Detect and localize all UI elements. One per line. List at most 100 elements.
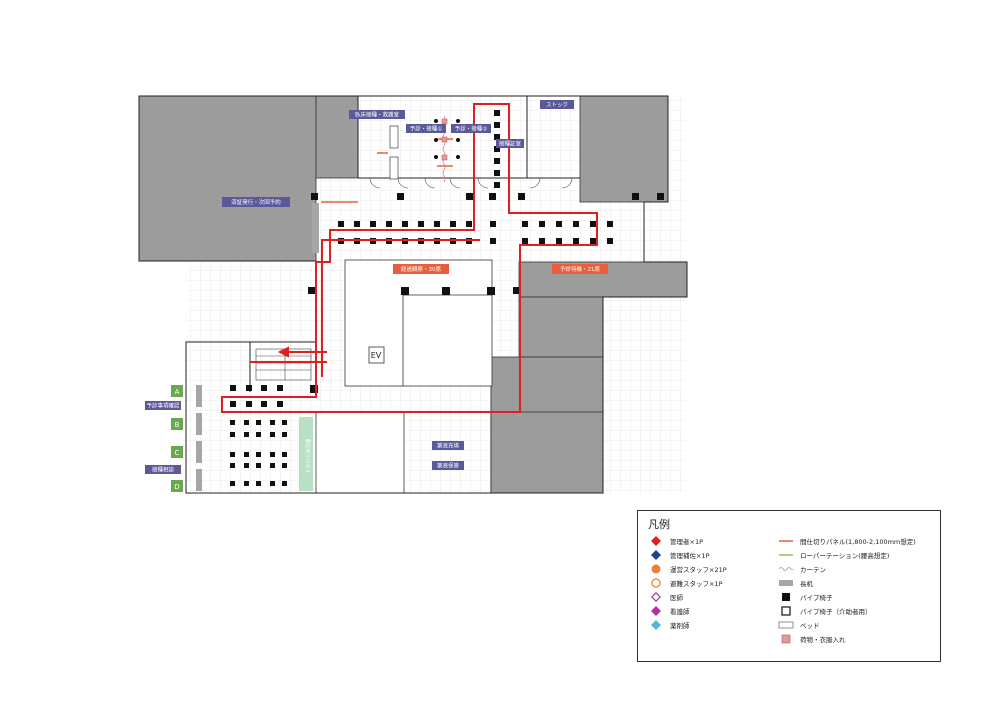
- pipe-chair: [590, 221, 596, 227]
- room-labels: 臥床接種・救護室 予診・接種① 予診・接種② 接種証室 ストック 済証発行・次回…: [145, 100, 608, 474]
- pipe-chair: [397, 193, 404, 200]
- pipe-chair: [518, 193, 525, 200]
- legend-item-chair-helper: パイプ椅子（介助者用）: [778, 605, 872, 617]
- entrance-c: C: [175, 449, 180, 457]
- pipe-chair: [230, 401, 236, 407]
- legend-title: 凡例: [648, 518, 670, 531]
- pipe-chair: [338, 221, 344, 227]
- pipe-chair: [277, 401, 283, 407]
- entrance-d: D: [174, 483, 179, 491]
- long-desks: [196, 203, 319, 491]
- label-cert-issue: 済証発行・次回予約: [231, 198, 281, 206]
- pipe-chair: [308, 287, 315, 294]
- legend-item-chair: パイプ椅子: [778, 591, 833, 603]
- pipe-chair: [256, 420, 261, 425]
- pipe-chair: [370, 221, 376, 227]
- pipe-chair: [256, 481, 261, 486]
- label-booth-1: 予診・接種①: [410, 125, 443, 133]
- pipe-chair: [466, 193, 473, 200]
- pipe-chair: [354, 221, 360, 227]
- pipe-chair: [244, 420, 249, 425]
- pipe-chair: [386, 221, 392, 227]
- label-vaccine-storage: 薬液保管: [437, 462, 460, 470]
- magenta-diamond-icon: [648, 605, 664, 617]
- pipe-chair: [494, 110, 500, 116]
- purple-outline-diamond-icon: [648, 591, 664, 603]
- label-partition: 間仕切りパネル: [304, 438, 311, 473]
- pipe-chair: [310, 385, 318, 393]
- pipe-chair: [282, 481, 287, 486]
- label-doctor-exam: 臥床接種・救護室: [355, 111, 400, 119]
- beds: [389, 125, 399, 180]
- pipe-chair: [556, 238, 562, 244]
- label-vaccination-confirm: 接種証室: [499, 140, 522, 148]
- legend-item-low-partition: ローパーテーション(腰高想定): [778, 549, 889, 561]
- entrances: A B C D: [171, 385, 183, 492]
- pipe-chair: [230, 432, 235, 437]
- legend-item-curtain: カーテン: [778, 563, 826, 575]
- label-booth-2: 予診・接種②: [455, 125, 488, 133]
- pipe-chair: [494, 122, 500, 128]
- pipe-chair: [230, 452, 235, 457]
- pipe-chair: [539, 221, 545, 227]
- pipe-chair: [490, 238, 496, 244]
- pipe-chair: [556, 221, 562, 227]
- pipe-chair: [494, 134, 500, 140]
- gray-bench-icon: [778, 577, 794, 589]
- red-diamond-icon: [648, 535, 664, 547]
- legend-item-evac-staff: 避難スタッフ×1P: [648, 577, 723, 589]
- black-square-icon: [778, 591, 794, 603]
- pipe-chair: [522, 221, 528, 227]
- label-vaccination-record: 接種相談: [152, 466, 175, 474]
- white-square-icon: [778, 605, 794, 617]
- booth-seats: [434, 119, 460, 159]
- label-stock: ストック: [546, 102, 568, 109]
- pipe-chair: [282, 463, 287, 468]
- pipe-chair: [607, 238, 613, 244]
- legend-item-bed: ベッド: [778, 619, 820, 631]
- low-partition: [299, 417, 313, 491]
- pipe-chair: [282, 452, 287, 457]
- pipe-chair: [494, 170, 500, 176]
- legend-item-pharmacist: 薬剤師: [648, 619, 690, 631]
- pipe-chair: [450, 221, 456, 227]
- pipe-chair: [632, 193, 639, 200]
- pipe-chair: [230, 420, 235, 425]
- legend-item-assistant: 管理補佐×1P: [648, 549, 710, 561]
- pipe-chair: [256, 432, 261, 437]
- pipe-chair: [244, 452, 249, 457]
- pipe-chair: [522, 238, 528, 244]
- pipe-chair: [402, 221, 408, 227]
- pipe-chair: [244, 463, 249, 468]
- label-prescreen-confirm: 予診事項確認: [146, 402, 180, 410]
- core-rooms: [315, 259, 493, 494]
- green-line-icon: [778, 549, 794, 561]
- legend-item-luggage: 荷物・衣服入れ: [778, 633, 846, 645]
- pipe-chair: [282, 420, 287, 425]
- pipe-chair: [256, 463, 261, 468]
- wavy-line-icon: [778, 563, 794, 575]
- pipe-chair: [434, 221, 440, 227]
- pipe-chair: [494, 182, 500, 188]
- orange-ring-icon: [648, 577, 664, 589]
- legend-item-staff: 運営スタッフ×21P: [648, 563, 727, 575]
- legend-item-desk: 長机: [778, 577, 813, 589]
- pipe-chair: [442, 287, 450, 295]
- evacuation-route: [221, 103, 598, 413]
- pipe-chair: [277, 385, 283, 391]
- legend-item-admin: 管理者×1P: [648, 535, 703, 547]
- pipe-chair: [230, 481, 235, 486]
- orange-circle-icon: [648, 563, 664, 575]
- pipe-chair: [494, 146, 500, 152]
- legend-item-nurse: 看護師: [648, 605, 690, 617]
- pipe-chair: [256, 452, 261, 457]
- pipe-chair: [311, 193, 318, 200]
- pink-box-icon: [778, 633, 794, 645]
- orange-line-icon: [778, 535, 794, 547]
- gray-blocks: [138, 95, 688, 494]
- pipe-chair: [590, 238, 596, 244]
- pipe-chair: [246, 385, 252, 391]
- pipe-chair: [657, 193, 664, 200]
- entrance-a: A: [175, 388, 180, 396]
- pipe-chair: [494, 158, 500, 164]
